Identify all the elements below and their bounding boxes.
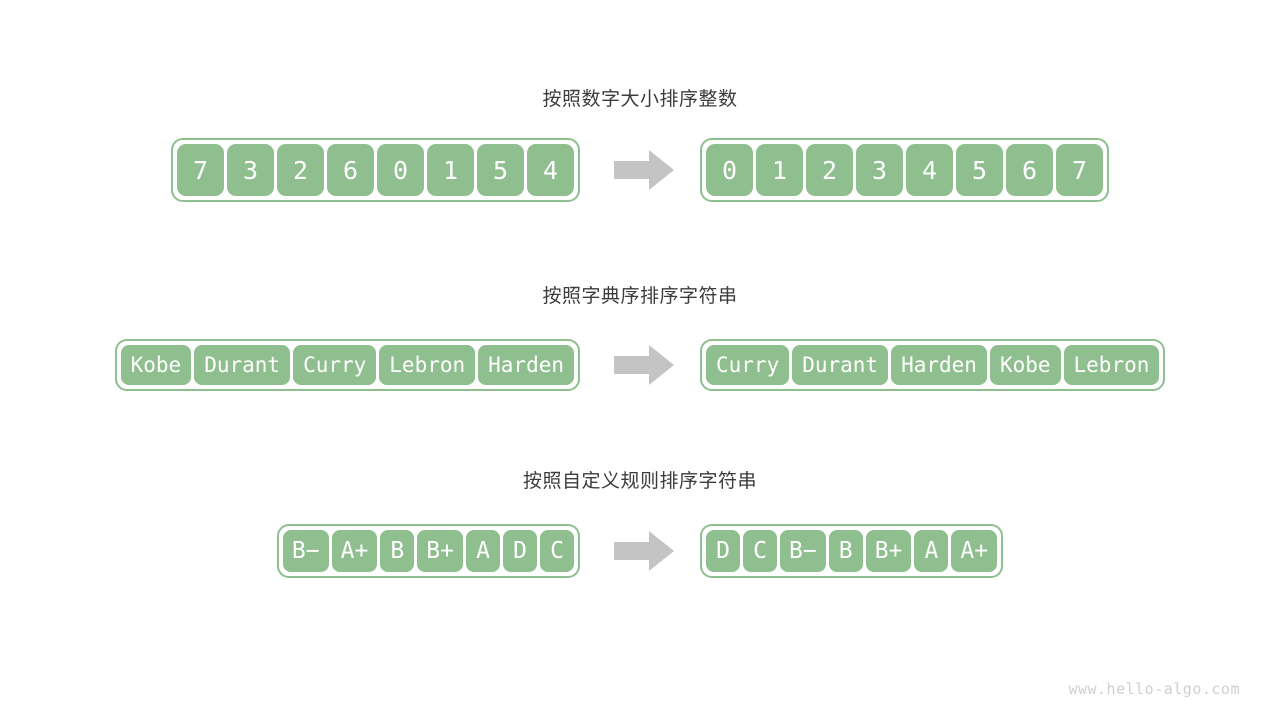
output-array: 0 1 2 3 4 5 6 7 [700, 138, 1109, 202]
section-title: 按照数字大小排序整数 [542, 89, 738, 110]
array-cell: C [743, 530, 777, 572]
input-array: 7 3 2 6 0 1 5 4 [171, 138, 580, 202]
array-cell: 6 [327, 144, 374, 196]
array-cell: 4 [906, 144, 953, 196]
array-cell: 5 [956, 144, 1003, 196]
array-cell: Kobe [120, 345, 192, 385]
array-cell: 2 [806, 144, 853, 196]
array-cell: 1 [756, 144, 803, 196]
array-cell: 5 [477, 144, 524, 196]
input-array: B− A+ B B+ A D C [276, 524, 580, 578]
array-cell: A [466, 530, 500, 572]
section-row: Kobe Durant Curry Lebron Harden Curry Du… [0, 339, 1280, 391]
array-cell: 2 [277, 144, 324, 196]
section-row: 7 3 2 6 0 1 5 4 0 1 2 3 4 [0, 138, 1280, 202]
array-cell: B [828, 530, 863, 572]
section-row: B− A+ B B+ A D C D C B− B B+ A [0, 524, 1280, 578]
array-cell: D [503, 530, 537, 572]
section-title: 按照字典序排序字符串 [542, 286, 738, 307]
array-cell: A [914, 530, 949, 572]
array-cell: Harden [478, 345, 574, 385]
right-arrow-icon [614, 150, 674, 190]
array-cell: A+ [951, 530, 998, 572]
array-cell: Durant [792, 345, 889, 385]
array-cell: 3 [856, 144, 903, 196]
array-cell: Harden [891, 345, 987, 385]
array-cell: Lebron [1063, 345, 1160, 385]
array-cell: Kobe [989, 345, 1061, 385]
array-cell: 7 [177, 144, 224, 196]
array-cell: Durant [194, 345, 291, 385]
input-array: Kobe Durant Curry Lebron Harden [114, 339, 580, 391]
array-cell: B− [282, 530, 329, 572]
array-cell: 1 [427, 144, 474, 196]
section-sort-integers: 按照数字大小排序整数 7 3 2 6 0 1 5 4 0 1 [0, 88, 1280, 202]
array-cell: 0 [706, 144, 753, 196]
section-title: 按照自定义规则排序字符串 [522, 471, 757, 492]
array-cell: 7 [1056, 144, 1103, 196]
array-cell: A+ [331, 530, 378, 572]
array-cell: 6 [1006, 144, 1053, 196]
array-cell: B+ [865, 530, 912, 572]
array-cell: C [540, 530, 574, 572]
array-cell: 4 [527, 144, 574, 196]
array-cell: 0 [377, 144, 424, 196]
output-array: Curry Durant Harden Kobe Lebron [700, 339, 1166, 391]
section-sort-strings: 按照字典序排序字符串 Kobe Durant Curry Lebron Hard… [0, 285, 1280, 391]
array-cell: 3 [227, 144, 274, 196]
section-sort-custom-rule: 按照自定义规则排序字符串 B− A+ B B+ A D C D C [0, 470, 1280, 578]
right-arrow-icon [614, 531, 674, 571]
right-arrow-icon [614, 345, 674, 385]
output-array: D C B− B B+ A A+ [700, 524, 1004, 578]
array-cell: D [706, 530, 740, 572]
array-cell: Curry [706, 345, 790, 385]
array-cell: B+ [417, 530, 463, 572]
watermark: www.hello-algo.com [1068, 680, 1240, 698]
array-cell: Lebron [379, 345, 476, 385]
array-cell: B− [780, 530, 826, 572]
array-cell: B [380, 530, 415, 572]
array-cell: Curry [293, 345, 377, 385]
